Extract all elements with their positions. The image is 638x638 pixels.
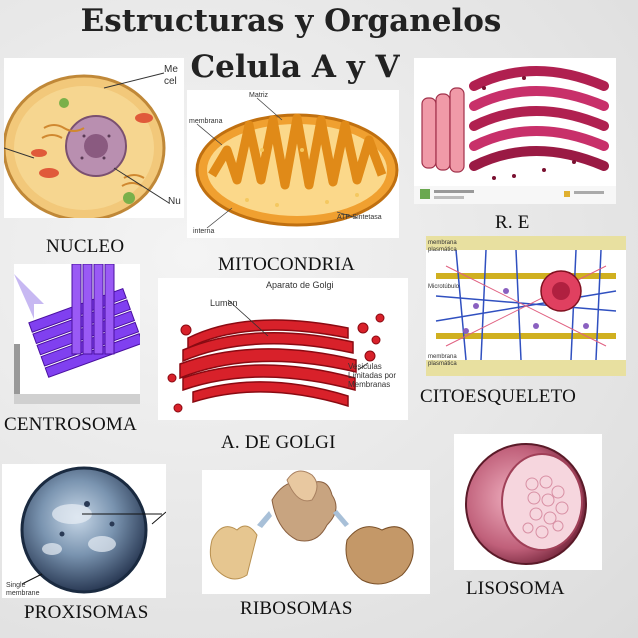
label-mitocondria: MITOCONDRIA (218, 254, 355, 275)
mitocondria-image: Matriz membrana ATP-Sintetasa interna (187, 90, 399, 238)
label-nucleo: NUCLEO (46, 236, 125, 257)
nucleo-image: Me cel Nu (4, 58, 184, 218)
mito-matriz-text: Matriz (249, 92, 269, 99)
cito-filamentos-text: Microtúbulo (428, 284, 460, 290)
golgi-vesiculas-text: Vesiculas Limitadas por Membranas (348, 362, 397, 389)
label-golgi: A. DE GOLGI (221, 432, 336, 453)
re-image (414, 58, 616, 204)
label-re: R. E (495, 212, 530, 233)
mito-atp-text: ATP-Sintetasa (337, 214, 382, 221)
golgi-lumen-text: Lumen (210, 298, 238, 308)
label-citoesqueleto: CITOESQUELETO (420, 386, 577, 407)
ribosomas-image (202, 470, 430, 594)
label-ribosomas: RIBOSOMAS (240, 598, 353, 619)
centrosoma-image (14, 264, 140, 404)
nucleo-me-text: Me (164, 64, 178, 75)
label-proxisomas: PROXISOMAS (24, 602, 149, 623)
proxi-single-text: Single membrane (6, 582, 40, 597)
golgi-image: Aparato de Golgi Lumen Vesiculas Limitad… (158, 278, 408, 420)
lisosoma-image (454, 434, 602, 570)
proxisomas-image: Single membrane (2, 464, 166, 598)
label-lisosoma: LISOSOMA (466, 578, 565, 599)
cito-membrana-top-text: membrana plasmática (428, 240, 457, 253)
mito-interna-text: interna (193, 228, 215, 235)
golgi-aparato-text: Aparato de Golgi (266, 280, 334, 290)
cito-membrana-bottom-text: membrana plasmática (428, 354, 457, 367)
page-title-line2: Celula A y V (190, 49, 400, 85)
label-centrosoma: CENTROSOMA (4, 414, 137, 435)
nucleo-cel-text: cel (164, 76, 177, 87)
citoesqueleto-image: membrana plasmática Microtúbulo membrana… (426, 236, 626, 376)
nucleo-nu-text: Nu (168, 196, 181, 207)
mito-membrana-text: membrana (189, 118, 223, 125)
page-title-line1: Estructuras y Organelos (80, 3, 502, 39)
